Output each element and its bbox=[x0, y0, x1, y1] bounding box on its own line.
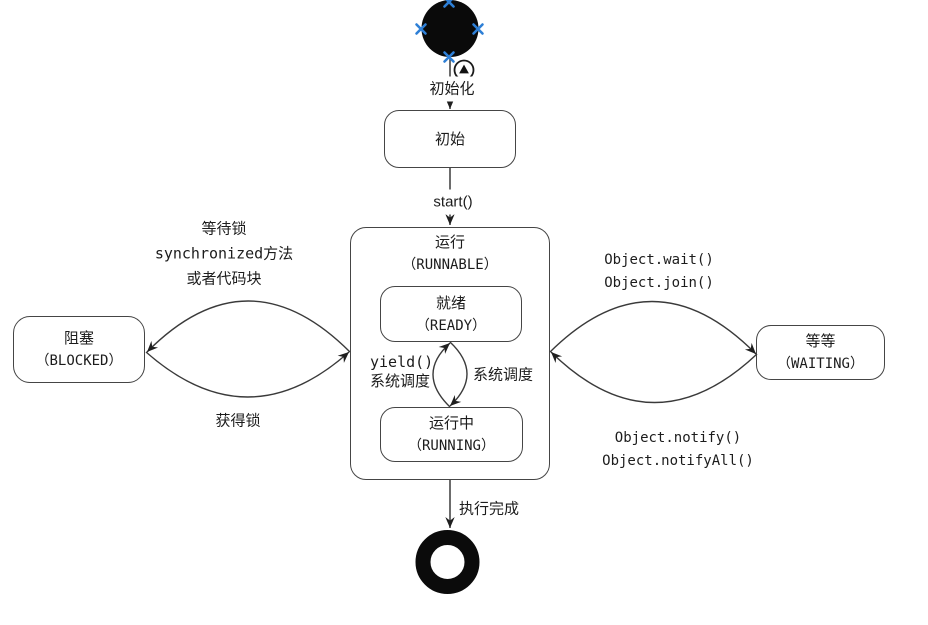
node-running-title: 运行中 bbox=[428, 415, 474, 432]
final-state-node[interactable] bbox=[415, 530, 480, 594]
node-ready-subtitle: （READY） bbox=[415, 317, 487, 334]
edge-object-wait[interactable] bbox=[549, 300, 757, 355]
node-initial[interactable]: 初始 bbox=[384, 110, 516, 168]
node-initial-title: 初始 bbox=[434, 130, 465, 148]
node-blocked-title: 阻塞 bbox=[63, 330, 94, 347]
node-blocked-subtitle: （BLOCKED） bbox=[35, 353, 123, 369]
label-acquire-lock[interactable]: 获得锁 bbox=[215, 412, 261, 430]
node-ready[interactable]: 就绪 （READY） bbox=[380, 286, 522, 342]
selection-handle-bottom[interactable] bbox=[443, 51, 455, 63]
node-blocked[interactable]: 阻塞 （BLOCKED） bbox=[13, 316, 145, 383]
label-complete[interactable]: 执行完成 bbox=[458, 500, 520, 518]
edge-object-notify[interactable] bbox=[550, 351, 758, 404]
label-init[interactable]: 初始化 bbox=[426, 76, 478, 102]
selection-handles bbox=[415, 0, 484, 63]
label-start[interactable]: start() bbox=[430, 189, 476, 215]
edge-acquire-lock[interactable] bbox=[145, 351, 350, 398]
node-runnable-title: 运行 bbox=[434, 234, 465, 251]
node-waiting-subtitle: （WAITING） bbox=[776, 356, 864, 372]
selection-handle-left[interactable] bbox=[415, 23, 427, 35]
label-yield[interactable]: yield() 系统调度 bbox=[370, 353, 434, 390]
label-schedule[interactable]: 系统调度 bbox=[472, 366, 534, 384]
edge-wait-lock[interactable] bbox=[146, 300, 351, 353]
selection-handle-top[interactable] bbox=[443, 0, 455, 8]
label-wait-lock[interactable]: 等待锁 synchronized方法 或者代码块 bbox=[154, 220, 294, 288]
node-runnable-subtitle: （RUNNABLE） bbox=[402, 257, 498, 273]
label-object-notify[interactable]: Object.notify() Object.notifyAll() bbox=[602, 430, 754, 469]
node-waiting[interactable]: 等等 （WAITING） bbox=[756, 325, 885, 380]
label-object-wait[interactable]: Object.wait() Object.join() bbox=[604, 252, 714, 291]
selection-handle-right[interactable] bbox=[472, 23, 484, 35]
node-waiting-title: 等等 bbox=[805, 333, 836, 350]
initial-state-node[interactable] bbox=[421, 0, 479, 57]
node-running-subtitle: （RUNNING） bbox=[407, 438, 495, 454]
node-running[interactable]: 运行中 （RUNNING） bbox=[380, 407, 523, 462]
node-ready-title: 就绪 bbox=[435, 294, 466, 312]
